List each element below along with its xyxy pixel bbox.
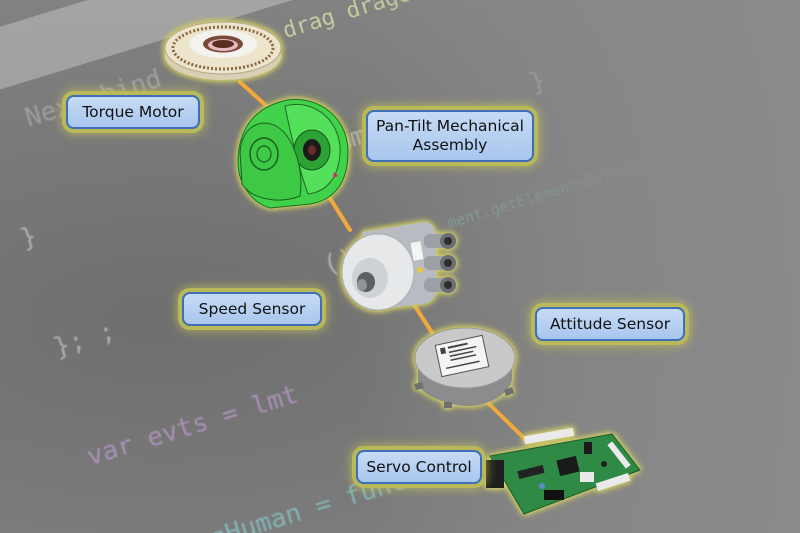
label-text-line1: Pan-Tilt Mechanical <box>376 117 524 135</box>
label-text: Attitude Sensor <box>549 314 671 333</box>
label-text: Servo Control <box>366 457 472 476</box>
torque-motor-image <box>164 21 282 80</box>
label-pan-tilt-assembly: Pan-Tilt Mechanical Assembly <box>366 110 534 162</box>
label-text-line2: Assembly <box>412 136 488 154</box>
attitude-sensor-image <box>414 327 516 408</box>
label-speed-sensor: Speed Sensor <box>182 292 322 326</box>
label-attitude-sensor: Attitude Sensor <box>535 307 685 341</box>
label-torque-motor: Torque Motor <box>66 95 200 129</box>
label-text: Speed Sensor <box>198 299 306 318</box>
pan-tilt-assembly-image <box>237 98 349 209</box>
connector-attitude-to-servo <box>478 393 528 442</box>
speed-sensor-image <box>341 222 456 311</box>
connector-pantilt-to-speed <box>326 193 352 232</box>
label-servo-control: Servo Control <box>356 450 482 484</box>
servo-control-image <box>486 428 641 515</box>
label-text: Torque Motor <box>82 102 184 121</box>
